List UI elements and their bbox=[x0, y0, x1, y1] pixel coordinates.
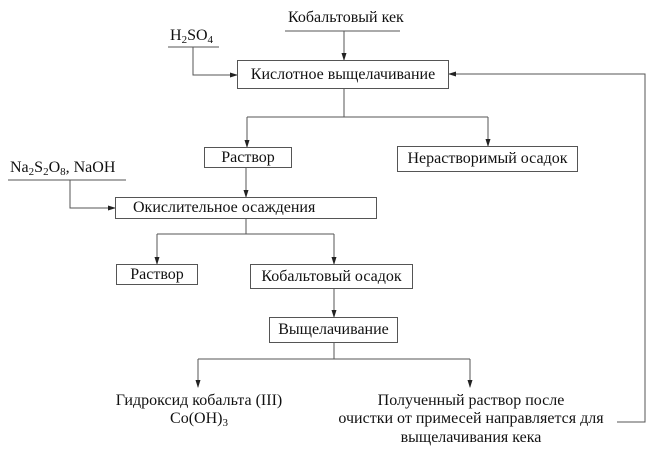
node-label: Раствор bbox=[130, 265, 184, 283]
node-label: Нерастворимый осадок bbox=[407, 150, 568, 167]
oxidizer-part: , NaOH bbox=[65, 159, 116, 176]
h2so4-part: SO bbox=[187, 27, 208, 44]
formula-sub: 3 bbox=[222, 417, 228, 430]
node-leaching: Выщелачивание bbox=[269, 317, 398, 343]
node-label: Кобальтовый осадок bbox=[261, 267, 402, 285]
oxidizer-sub: 2 bbox=[28, 166, 35, 178]
input-cobalt-cake: Кобальтовый кек bbox=[288, 9, 404, 26]
node-insoluble-residue: Нерастворимый осадок bbox=[397, 146, 578, 172]
oxidizer-sub: 2 bbox=[43, 166, 49, 178]
arrow-h2so4-to-acid-leaching bbox=[192, 47, 238, 78]
oxidizer-part: S bbox=[34, 159, 44, 176]
h2so4-part: H bbox=[170, 27, 182, 44]
oxidizer-part: O bbox=[48, 159, 61, 176]
recycled-solution-line-2: очистки от примесей направляется для bbox=[338, 410, 604, 428]
recycled-solution-line-3: выщелачивания кека bbox=[400, 428, 542, 446]
formula-part: Co(OH) bbox=[170, 410, 223, 428]
node-label: Кислотное выщелачивание bbox=[250, 65, 436, 83]
node-acid-leaching: Кислотное выщелачивание bbox=[237, 60, 449, 89]
node-label: Выщелачивание bbox=[278, 321, 389, 338]
oxidizer-sub: 8 bbox=[60, 166, 66, 178]
input-oxidizers: Na2S2O8, NaOH bbox=[10, 159, 116, 178]
cobalt-hydroxide-name: Гидроксид кобальта (III) bbox=[115, 392, 283, 409]
output-recycled-solution: Полученный раствор после очистки от прим… bbox=[326, 392, 616, 447]
node-solution-1: Раствор bbox=[204, 147, 292, 168]
cobalt-hydroxide-formula: Co(OH)3 bbox=[108, 410, 290, 430]
node-label: Раствор bbox=[221, 148, 275, 166]
oxidizer-part: Na bbox=[10, 159, 29, 176]
node-label: Окислительное осаждения bbox=[133, 199, 316, 216]
output-cobalt-hydroxide: Гидроксид кобальта (III) Co(OH)3 bbox=[108, 392, 290, 429]
input-h2so4: H2SO4 bbox=[170, 27, 214, 46]
arrow-recycle-to-acid-leaching bbox=[448, 71, 646, 423]
h2so4-sub: 2 bbox=[181, 34, 188, 46]
h2so4-sub: 4 bbox=[207, 34, 214, 46]
node-oxidative-precipitation: Окислительное осаждения bbox=[115, 197, 377, 219]
arrow-oxidizers-to-oxidation bbox=[69, 180, 116, 211]
node-cobalt-precipitate: Кобальтовый осадок bbox=[250, 264, 413, 289]
node-solution-2: Раствор bbox=[116, 264, 198, 285]
recycled-solution-line-1: Полученный раствор после bbox=[377, 392, 565, 409]
